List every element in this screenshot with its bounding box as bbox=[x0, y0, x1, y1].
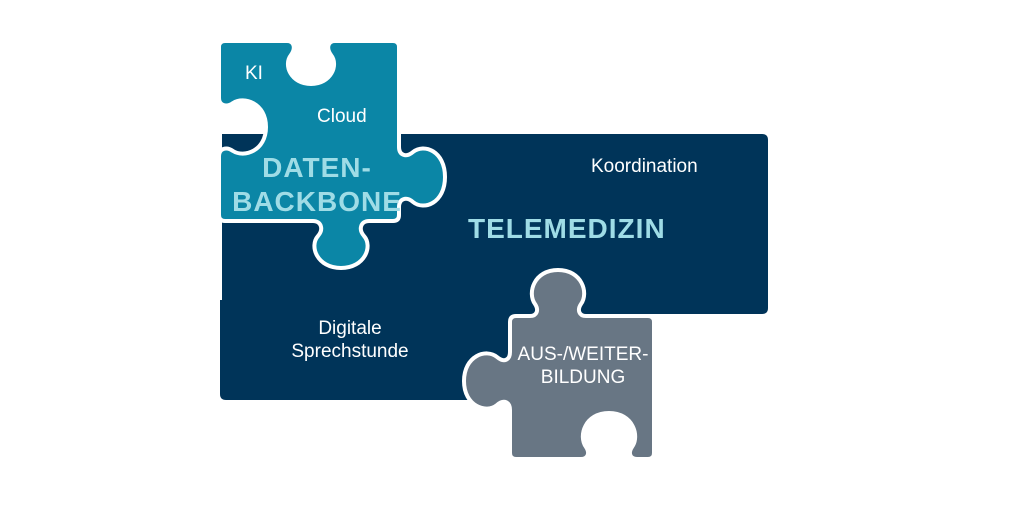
telemedizin-puzzle-piece-lower bbox=[220, 300, 540, 400]
label-digitale-line1: Digitale bbox=[318, 318, 382, 339]
label-cloud: Cloud bbox=[317, 106, 367, 127]
aus-weiterbildung-puzzle-piece bbox=[462, 268, 656, 461]
daten-backbone-heading-line1: DATEN- bbox=[262, 152, 372, 183]
aus-weiterbildung-line2: BILDUNG bbox=[540, 366, 626, 388]
daten-backbone-heading: DATEN- BACKBONE bbox=[232, 151, 402, 218]
aus-weiterbildung-heading: AUS-/WEITER- BILDUNG bbox=[503, 344, 663, 390]
label-digitale-sprechstunde: Digitale Sprechstunde bbox=[270, 318, 430, 364]
daten-backbone-puzzle-piece bbox=[217, 39, 447, 270]
label-ki: KI bbox=[245, 63, 263, 84]
telemedizin-heading: TELEMEDIZIN bbox=[468, 213, 666, 244]
label-digitale-line2: Sprechstunde bbox=[291, 340, 409, 362]
aus-weiterbildung-line1: AUS-/WEITER- bbox=[517, 344, 649, 365]
daten-backbone-heading-line2: BACKBONE bbox=[232, 185, 402, 217]
label-koordination: Koordination bbox=[591, 156, 698, 177]
